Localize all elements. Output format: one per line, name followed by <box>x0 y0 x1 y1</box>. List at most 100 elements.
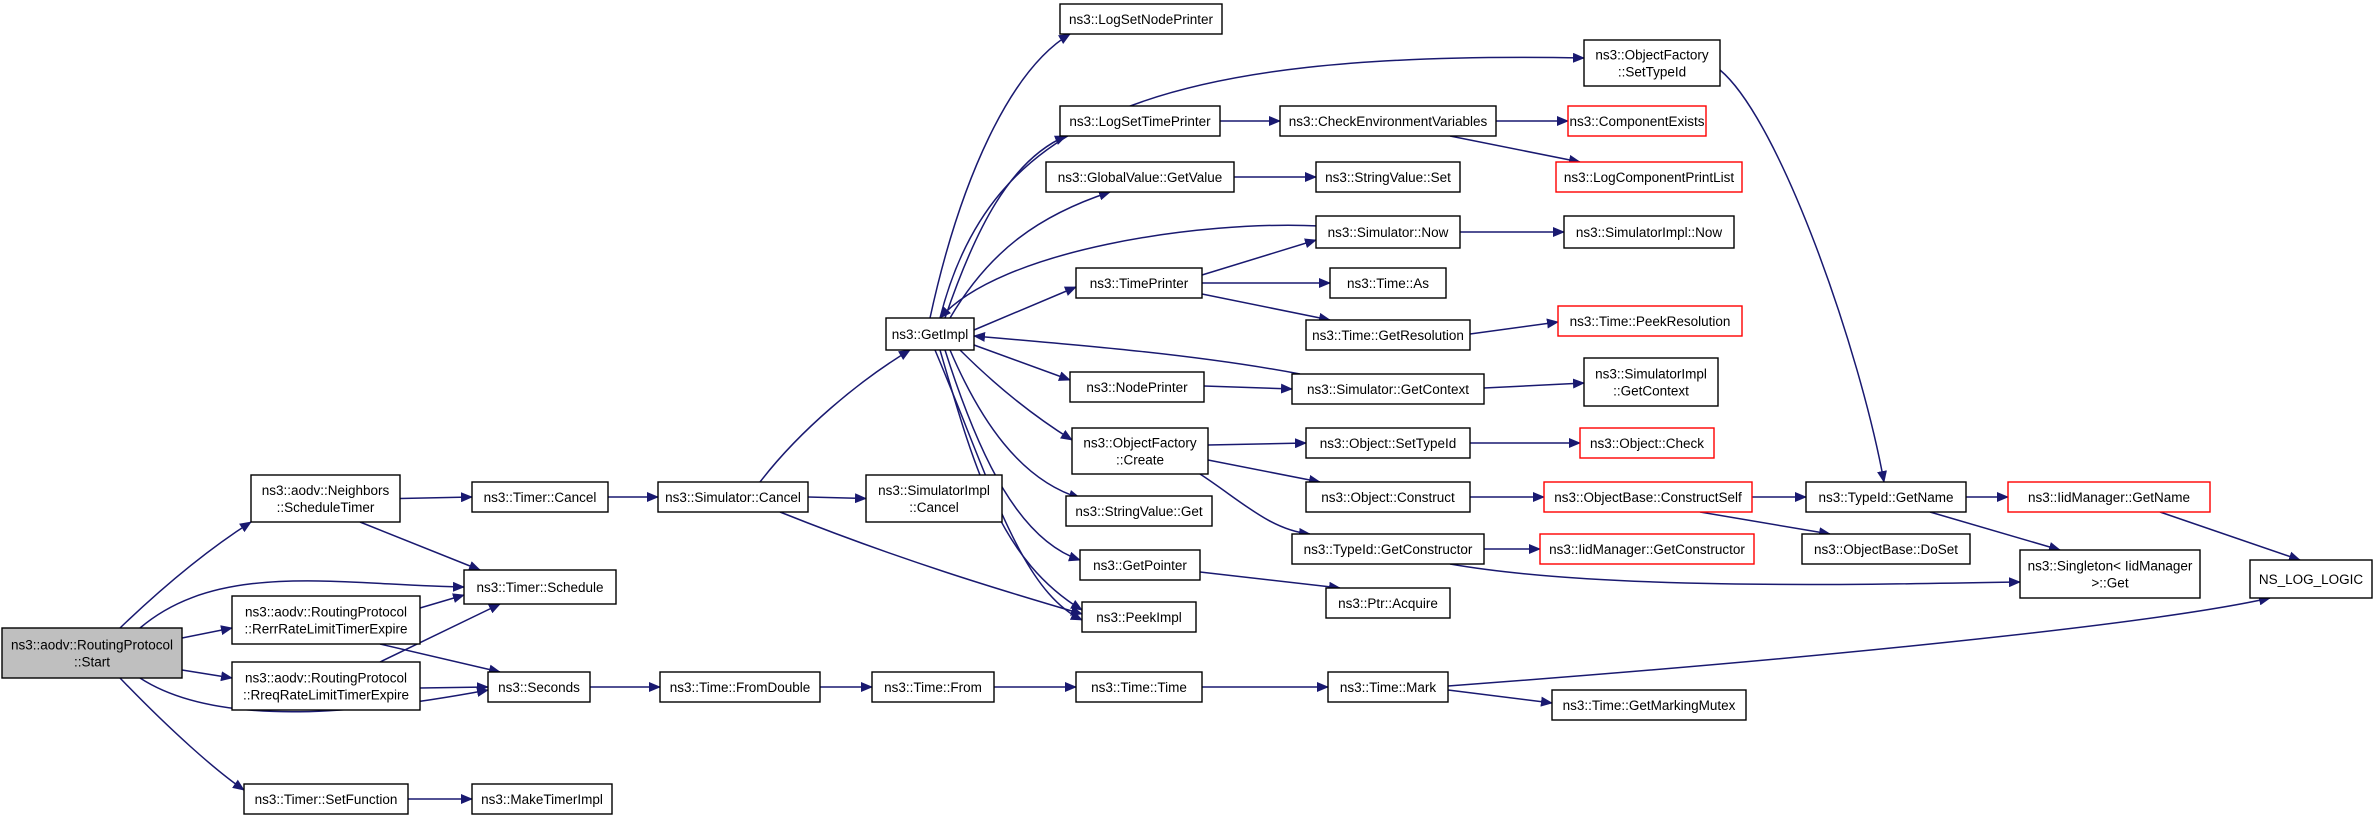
node-label: ns3::ComponentExists <box>1569 114 1704 129</box>
node-getPointer[interactable]: ns3::GetPointer <box>1079 549 1201 581</box>
node-ofSetTid[interactable]: ns3::ObjectFactory::SetTypeId <box>1583 39 1721 87</box>
node-timeMark[interactable]: ns3::Time::Mark <box>1327 671 1449 703</box>
node-obDoSet[interactable]: ns3::ObjectBase::DoSet <box>1801 533 1971 565</box>
node-timerSchedule[interactable]: ns3::Timer::Schedule <box>463 569 617 605</box>
node-start[interactable]: ns3::aodv::RoutingProtocol::Start <box>1 627 183 679</box>
node-label: ns3::LogSetNodePrinter <box>1069 12 1214 27</box>
node-simGetCtx[interactable]: ns3::Simulator::GetContext <box>1291 373 1485 405</box>
node-logCompList[interactable]: ns3::LogComponentPrintList <box>1555 161 1743 193</box>
node-simNow[interactable]: ns3::Simulator::Now <box>1315 215 1461 249</box>
node-timeAs[interactable]: ns3::Time::As <box>1329 267 1447 299</box>
node-box <box>1539 533 1755 565</box>
edge-start-to-setFunction <box>119 677 245 791</box>
node-ptrAcquire[interactable]: ns3::Ptr::Acquire <box>1325 587 1451 619</box>
node-objSetTid[interactable]: ns3::Object::SetTypeId <box>1305 427 1471 459</box>
node-checkEnv[interactable]: ns3::CheckEnvironmentVariables <box>1279 105 1497 137</box>
node-obConstSelf[interactable]: ns3::ObjectBase::ConstructSelf <box>1543 481 1753 513</box>
node-logNode[interactable]: ns3::LogSetNodePrinter <box>1059 3 1223 35</box>
node-rerr[interactable]: ns3::aodv::RoutingProtocol::RerrRateLimi… <box>231 595 421 645</box>
node-objConstruct[interactable]: ns3::Object::Construct <box>1305 481 1471 513</box>
node-label: ns3::MakeTimerImpl <box>481 792 603 807</box>
node-peekImpl[interactable]: ns3::PeekImpl <box>1081 601 1197 633</box>
node-box <box>1801 533 1971 565</box>
node-makeTimer[interactable]: ns3::MakeTimerImpl <box>471 783 613 815</box>
node-timerCancel[interactable]: ns3::Timer::Cancel <box>471 481 609 513</box>
node-timeTime[interactable]: ns3::Time::Time <box>1075 671 1203 703</box>
edge-getImpl-to-peekImpl <box>934 349 1083 621</box>
node-timeFrom[interactable]: ns3::Time::From <box>871 671 995 703</box>
node-label: ns3::ObjectFactory <box>1595 48 1709 63</box>
node-seconds[interactable]: ns3::Seconds <box>487 671 591 703</box>
node-label: ns3::ObjectBase::ConstructSelf <box>1554 490 1742 505</box>
node-compExists[interactable]: ns3::ComponentExists <box>1567 105 1707 137</box>
node-label: ns3::ObjectBase::DoSet <box>1814 542 1958 557</box>
node-nbSched[interactable]: ns3::aodv::Neighbors::ScheduleTimer <box>250 474 401 523</box>
node-label: >::Get <box>2091 576 2128 591</box>
node-label: ns3::Object::Check <box>1590 436 1704 451</box>
node-rreq[interactable]: ns3::aodv::RoutingProtocol::RreqRateLimi… <box>231 661 421 711</box>
node-label: ns3::TypeId::GetName <box>1818 490 1953 505</box>
node-label: ns3::aodv::RoutingProtocol <box>11 638 173 653</box>
node-simImplCancel[interactable]: ns3::SimulatorImpl::Cancel <box>865 474 1003 523</box>
node-label: ns3::aodv::RoutingProtocol <box>245 671 407 686</box>
node-box <box>243 783 409 815</box>
node-tidGetCons[interactable]: ns3::TypeId::GetConstructor <box>1291 533 1485 565</box>
edge-timeMark-to-getMarkMutex <box>1447 689 1553 707</box>
node-label: ns3::CheckEnvironmentVariables <box>1289 114 1488 129</box>
node-box <box>659 671 821 703</box>
node-simImplNow[interactable]: ns3::SimulatorImpl::Now <box>1563 215 1735 249</box>
edge-rerr-to-timerSchedule <box>419 593 465 609</box>
node-iidGetCons[interactable]: ns3::IidManager::GetConstructor <box>1539 533 1755 565</box>
node-box <box>1045 161 1235 193</box>
node-box <box>1279 105 1497 137</box>
edge-simGetCtx-to-simImplCtx <box>1483 378 1585 389</box>
node-label: ns3::Singleton< IidManager <box>2028 559 2193 574</box>
node-box <box>1327 671 1449 703</box>
node-getImpl[interactable]: ns3::GetImpl <box>885 317 975 351</box>
node-timeGetRes[interactable]: ns3::Time::GetResolution <box>1305 319 1471 351</box>
node-tidGetName[interactable]: ns3::TypeId::GetName <box>1805 481 1967 513</box>
node-label: ::Cancel <box>909 500 959 515</box>
node-simImplCtx[interactable]: ns3::SimulatorImpl::GetContext <box>1583 357 1719 407</box>
node-objCheck[interactable]: ns3::Object::Check <box>1579 427 1715 459</box>
node-box <box>1579 427 1715 459</box>
node-box <box>1069 371 1205 403</box>
node-peekRes[interactable]: ns3::Time::PeekResolution <box>1557 305 1743 337</box>
node-gvGet[interactable]: ns3::GlobalValue::GetValue <box>1045 161 1235 193</box>
edge-simCancel-to-getImpl <box>759 349 911 483</box>
edge-start-to-rreq <box>181 669 233 682</box>
node-label: ns3::Time::From <box>884 680 982 695</box>
node-timePrinter[interactable]: ns3::TimePrinter <box>1075 267 1203 299</box>
edge-rreq-to-timerSchedule <box>379 603 501 663</box>
node-nsLogLogic[interactable]: NS_LOG_LOGIC <box>2249 559 2373 599</box>
node-box <box>1071 427 1209 475</box>
node-logTime[interactable]: ns3::LogSetTimePrinter <box>1059 105 1221 137</box>
node-simCancel[interactable]: ns3::Simulator::Cancel <box>657 481 809 513</box>
node-box <box>1583 357 1719 407</box>
node-label: ns3::GetPointer <box>1093 558 1187 573</box>
node-iidGetName[interactable]: ns3::IidManager::GetName <box>2007 481 2211 513</box>
node-label: ns3::aodv::Neighbors <box>262 483 390 498</box>
node-box <box>2019 549 2201 599</box>
node-ofCreate[interactable]: ns3::ObjectFactory::Create <box>1071 427 1209 475</box>
node-svGet[interactable]: ns3::StringValue::Get <box>1065 495 1213 527</box>
node-getMarkMutex[interactable]: ns3::Time::GetMarkingMutex <box>1551 689 1747 721</box>
node-label: ns3::GetImpl <box>892 327 969 342</box>
node-fromDouble[interactable]: ns3::Time::FromDouble <box>659 671 821 703</box>
edge-nodePrinter-to-simGetCtx <box>1203 383 1293 394</box>
node-label: ::Create <box>1116 453 1164 468</box>
node-label: ns3::StringValue::Set <box>1325 170 1451 185</box>
node-setFunction[interactable]: ns3::Timer::SetFunction <box>243 783 409 815</box>
node-label: ns3::IidManager::GetConstructor <box>1549 542 1745 557</box>
edge-simNow-to-getImpl <box>939 224 1321 319</box>
node-nodePrinter[interactable]: ns3::NodePrinter <box>1069 371 1205 403</box>
node-box <box>1543 481 1753 513</box>
edge-simGetCtx-to-getImpl <box>973 331 1301 375</box>
node-box <box>865 474 1003 523</box>
edge-timeMark-to-nsLogLogic <box>1447 595 2271 687</box>
node-label: ns3::SimulatorImpl <box>878 483 990 498</box>
node-svSet[interactable]: ns3::StringValue::Set <box>1315 161 1461 193</box>
node-singletonGet[interactable]: ns3::Singleton< IidManager >::Get <box>2019 549 2201 599</box>
node-box <box>1305 427 1471 459</box>
node-label: ns3::Time::GetMarkingMutex <box>1563 698 1736 713</box>
